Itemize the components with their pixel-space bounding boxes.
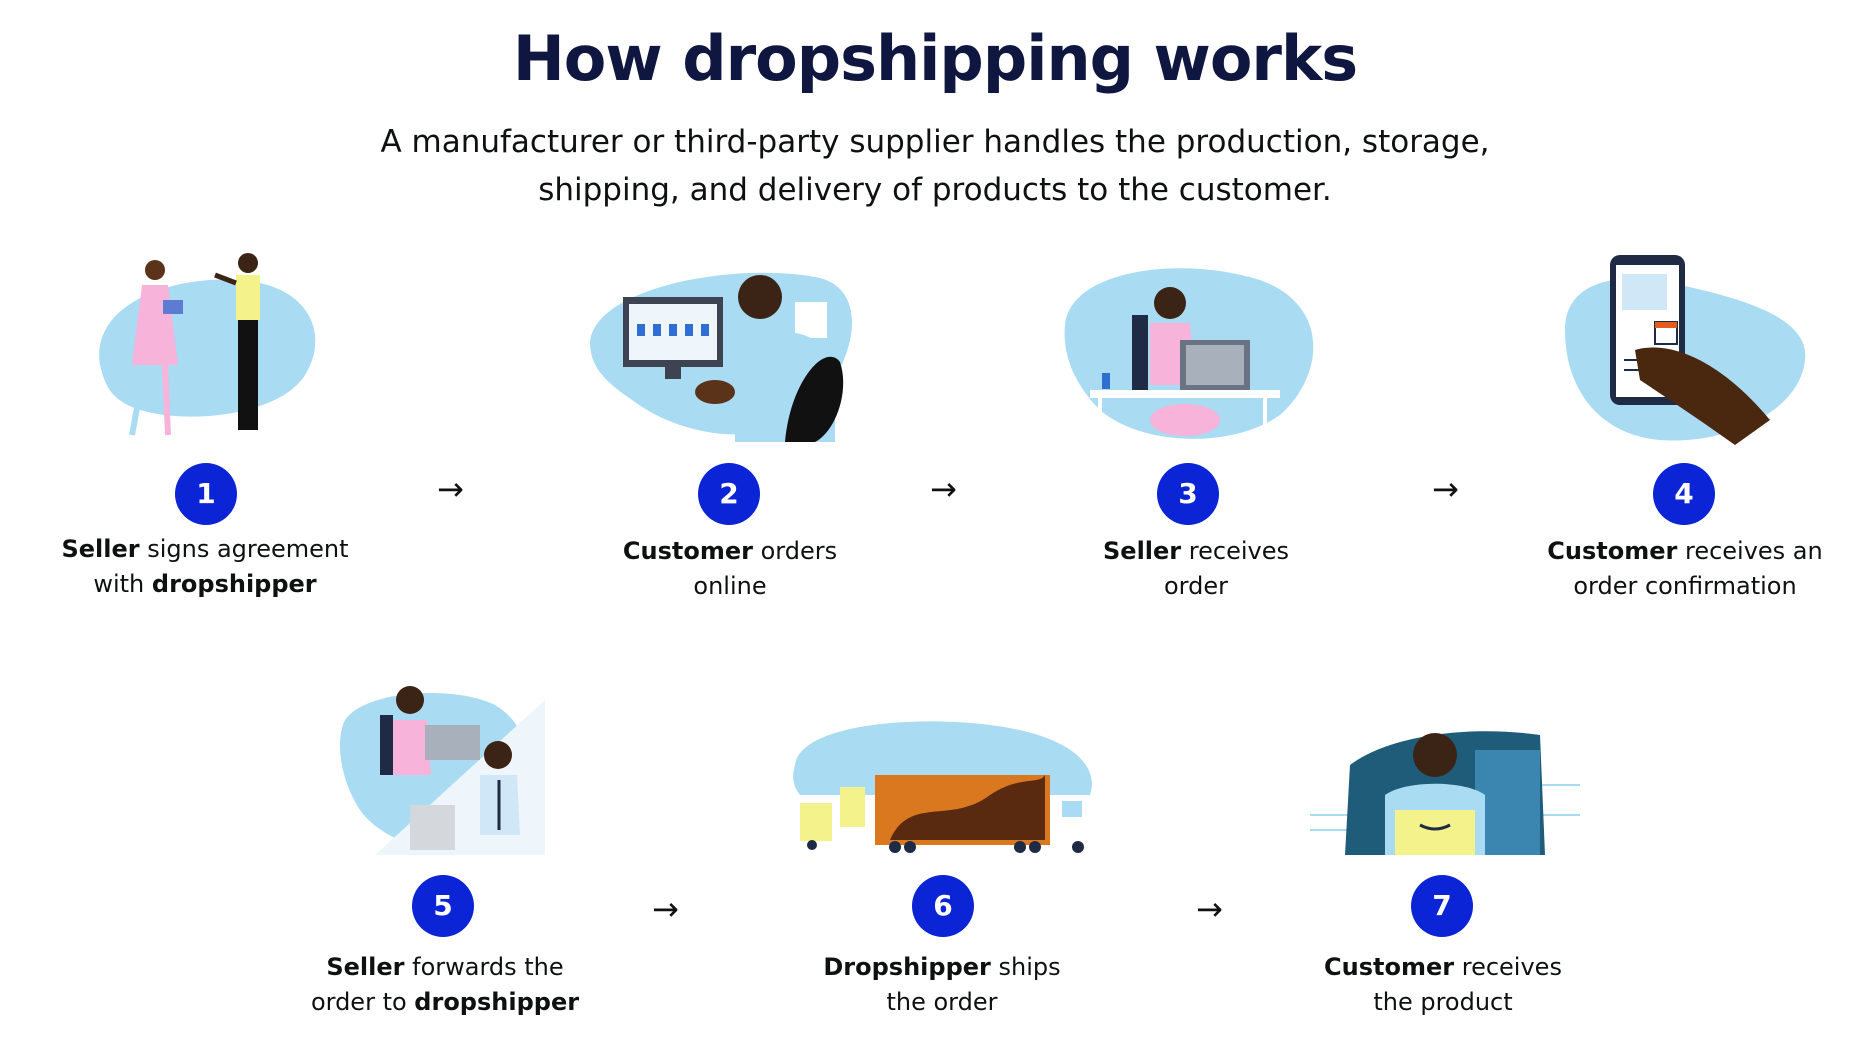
step-caption-7: Customer receives the product — [1263, 950, 1623, 1020]
customer-package-illustration — [1310, 715, 1580, 860]
arrow-right-icon: → — [437, 473, 464, 505]
step-badge-2: 2 — [698, 463, 760, 525]
arrow-right-icon: → — [652, 893, 679, 925]
arrow-right-icon: → — [930, 473, 957, 505]
forward-order-illustration — [335, 680, 545, 855]
truck-shipping-illustration — [790, 715, 1100, 855]
step-badge-4: 4 — [1653, 463, 1715, 525]
online-order-illustration — [585, 262, 860, 442]
step-badge-5: 5 — [412, 875, 474, 937]
step-badge-3: 3 — [1157, 463, 1219, 525]
page-subtitle: A manufacturer or third-party supplier h… — [360, 118, 1510, 214]
step-badge-6: 6 — [912, 875, 974, 937]
step-caption-5: Seller forwards the order to dropshipper — [265, 950, 625, 1020]
subtitle-line-1: A manufacturer or third-party supplier h… — [380, 124, 1489, 160]
step-badge-1: 1 — [175, 463, 237, 525]
step-caption-6: Dropshipper ships the order — [762, 950, 1122, 1020]
subtitle-line-2: shipping, and delivery of products to th… — [538, 172, 1332, 208]
step-caption-2: Customer orders online — [550, 534, 910, 604]
step-caption-4: Customer receives an order confirmation — [1505, 534, 1865, 604]
page-title: How dropshipping works — [0, 22, 1870, 95]
agreement-illustration — [80, 245, 340, 445]
step-caption-1: Seller signs agreement with dropshipper — [25, 532, 385, 602]
seller-desk-illustration — [1060, 255, 1320, 445]
step-caption-3: Seller receives order — [1016, 534, 1376, 604]
arrow-right-icon: → — [1432, 473, 1459, 505]
arrow-right-icon: → — [1196, 893, 1223, 925]
phone-confirmation-illustration — [1560, 250, 1810, 445]
step-badge-7: 7 — [1411, 875, 1473, 937]
